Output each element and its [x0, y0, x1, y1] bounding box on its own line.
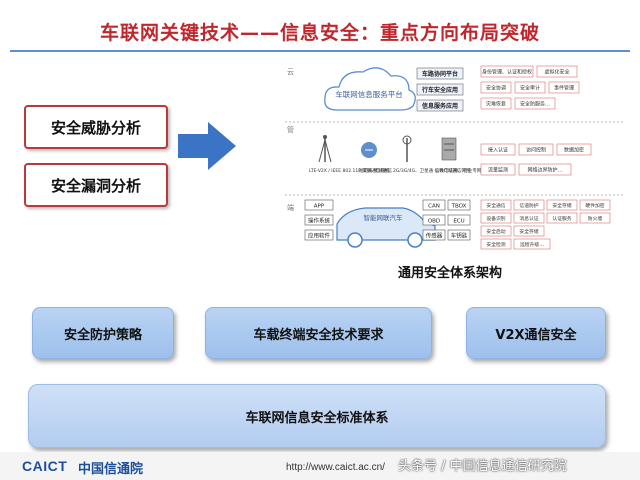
v2x-security-box: V2X通信安全	[466, 307, 606, 359]
threat-analysis-box: 安全威胁分析	[24, 105, 168, 149]
cloud-grid-cell: 安全协调	[486, 85, 506, 92]
footer-url[interactable]: http://www.caict.ac.cn/	[286, 462, 385, 473]
vehicle-left-box: 应用软件	[308, 232, 331, 240]
caict-logo: CAICT	[22, 458, 68, 474]
network-grid-cell: 流量监测	[488, 167, 508, 174]
antenna-icon	[318, 135, 332, 163]
vehicle-right-box: ECU	[453, 219, 464, 225]
vehicle-right-box: TBOX	[451, 204, 467, 210]
vehicle-grid-cell: 硬件加密	[585, 202, 604, 209]
side-label-terminal: 端	[287, 203, 294, 212]
architecture-caption: 通用安全体系架构	[397, 266, 502, 281]
vehicle-grid-cell: 安全存储	[519, 228, 538, 235]
vehicle-grid-cell: 设备识别	[486, 215, 505, 222]
cloud-grid-cell: 事件管理	[554, 85, 574, 92]
vehicle-left-box: 操作系统	[308, 217, 331, 225]
cloud-label: 车联网信息服务平台	[335, 89, 403, 99]
vulnerability-analysis-box: 安全漏洞分析	[24, 163, 168, 207]
vehicle-grid-cell: 防火墙	[588, 215, 603, 222]
vehicle-grid-cell: 安全启动	[486, 228, 505, 235]
network-label: LTE-V2X / IEEE 802.11P 车联通信网络	[309, 167, 390, 174]
platform-box: 车路协同平台	[422, 70, 458, 78]
platform-box: 行车安全应用	[421, 86, 458, 94]
side-label-cloud: 云	[287, 68, 294, 76]
vehicle-grid-cell: 安全存储	[552, 202, 571, 209]
network-label: 公共电信网、 行业专网等	[435, 167, 486, 174]
vehicle-terminal-requirements-box: 车载终端安全技术要求	[205, 307, 432, 359]
right-arrow-icon	[178, 122, 236, 170]
watermark: 头条号 / 中国信息通信研究院	[398, 459, 567, 474]
vehicle-right-box: OBD	[428, 219, 440, 225]
standards-system-box: 车联网信息安全标准体系	[28, 384, 606, 448]
network-grid-cell: 接入认证	[488, 147, 508, 154]
cloud-grid-cell: 安全审计	[520, 85, 540, 92]
network-label: 短距离 无线通信	[359, 167, 392, 174]
vehicle-left-box: APP	[314, 204, 325, 210]
protection-strategy-box: 安全防护策略	[32, 307, 174, 359]
network-grid-cell: 数据加密	[564, 147, 584, 154]
vehicle-label: 智能网联汽车	[364, 213, 404, 222]
vehicle-grid-cell: 消息认证	[519, 215, 538, 222]
cloud-icon: 车联网信息服务平台	[324, 67, 416, 111]
vehicle-grid-cell: 信道防护	[519, 202, 538, 209]
server-icon	[441, 137, 457, 161]
network-grid-cell: 访问控制	[526, 147, 546, 154]
vehicle-grid-cell: 安全检测	[486, 241, 505, 248]
car-icon: 智能网联汽车	[336, 207, 436, 248]
network-grid-cell: 网络边界防护…	[527, 167, 562, 174]
title-divider	[10, 50, 630, 52]
side-label-pipe: 管	[287, 125, 294, 134]
platform-box: 信息服务应用	[422, 102, 458, 110]
vehicle-grid-cell: 认证服务	[552, 215, 571, 222]
cloud-grid-cell: 虚拟化安全	[544, 69, 569, 76]
satellite-icon	[402, 135, 412, 162]
slide-title: 车联网关键技术——信息安全：重点方向布局突破	[99, 22, 540, 44]
vehicle-grid-cell: 远程升级…	[520, 241, 544, 248]
vehicle-right-box: 传感器	[426, 232, 443, 240]
cloud-grid-cell: 身份管理、认证和授权	[482, 69, 532, 76]
footer-bar	[0, 452, 640, 480]
vehicle-grid-cell: 安全通信	[486, 202, 505, 209]
caict-logo-cn: 中国信通院	[78, 462, 144, 477]
network-label: 2G/3G/4G、卫星通 信等广域通信网络	[393, 167, 471, 174]
vehicle-right-box: CAN	[428, 204, 440, 210]
security-architecture-diagram: 云 管 端 车联网信息服务平台 车路协同平台 行车安全应用 信息服务应用 身份管…	[285, 65, 625, 250]
wireless-icon	[361, 142, 377, 158]
cloud-grid-cell: 灾难恢复	[486, 101, 506, 108]
vehicle-right-box: 车钥匙	[451, 232, 468, 240]
cloud-grid-cell: 安全防服务…	[520, 101, 550, 108]
